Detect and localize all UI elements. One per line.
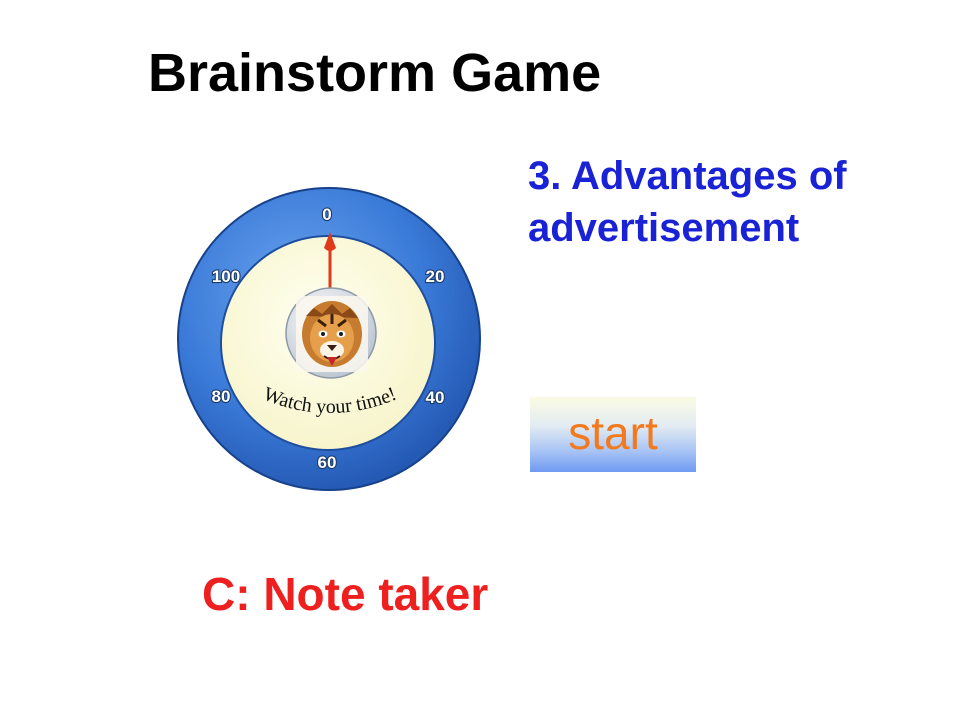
timer-dial: 0 20 40 60 80 100 xyxy=(177,187,481,491)
tick-label-60: 60 xyxy=(318,453,337,472)
tick-label-80: 80 xyxy=(212,387,231,406)
topic-line-1: 3. Advantages of xyxy=(528,154,847,198)
topic-line-2: advertisement xyxy=(528,206,800,250)
tick-label-100: 100 xyxy=(212,267,240,286)
tick-label-20: 20 xyxy=(426,267,445,286)
tick-label-40: 40 xyxy=(426,388,445,407)
tick-label-0: 0 xyxy=(322,205,331,224)
start-button-label: start xyxy=(568,406,658,459)
role-label: C: Note taker xyxy=(202,568,489,620)
question-topic: 3. Advantages of advertisement xyxy=(528,150,948,254)
countdown-timer: 0 20 40 60 80 100 xyxy=(176,186,482,492)
start-button[interactable]: start xyxy=(530,397,696,472)
tiger-face-icon xyxy=(285,287,377,379)
page-title: Brainstorm Game xyxy=(148,43,602,103)
